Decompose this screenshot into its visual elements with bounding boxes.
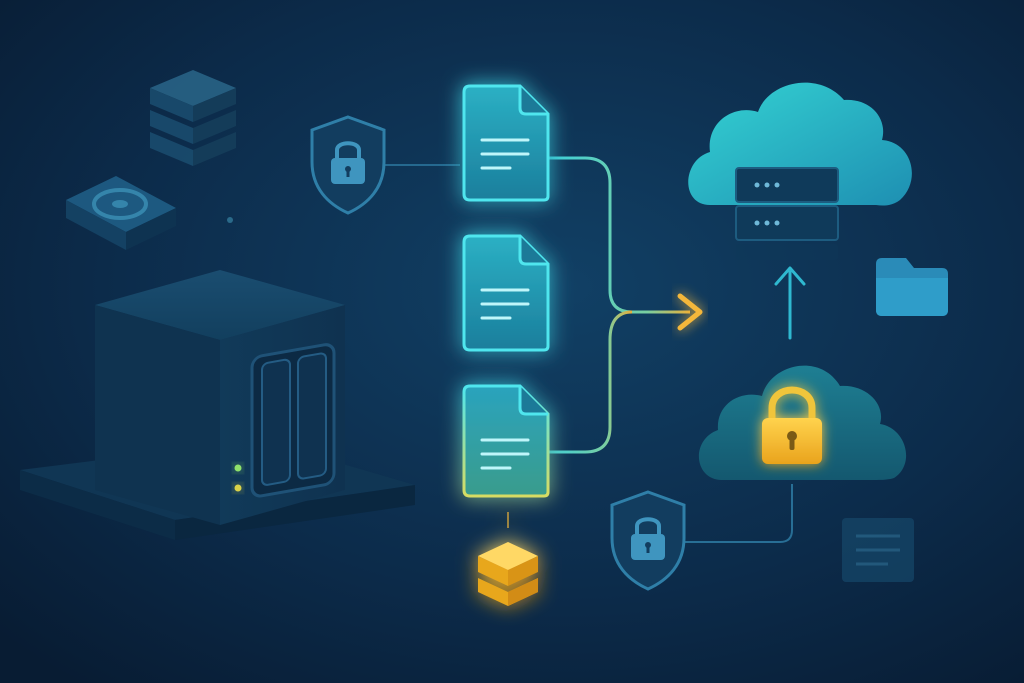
document-icon (462, 84, 550, 202)
upload-arrow-icon (774, 266, 806, 340)
document-icon (462, 384, 550, 498)
nas-device (20, 270, 415, 540)
folder-icon (876, 258, 948, 316)
document-icon (462, 234, 550, 352)
shield-lock-icon (310, 115, 460, 215)
status-led (234, 464, 242, 472)
shield-lock-secondary-icon (610, 490, 686, 591)
cloud-lock-icon (684, 365, 907, 543)
status-led (234, 484, 242, 492)
flow-connectors (548, 156, 690, 454)
hard-drive-icon (66, 176, 176, 250)
document-icons (462, 84, 550, 498)
gold-data-stack-icon (478, 512, 538, 606)
decorative-dot (227, 217, 233, 223)
notes-document-icon (842, 518, 914, 582)
database-stack-icon (150, 70, 236, 166)
merge-arrow-icon (677, 293, 703, 331)
drive-bays (250, 343, 336, 498)
cloud-server-icon (688, 82, 912, 260)
